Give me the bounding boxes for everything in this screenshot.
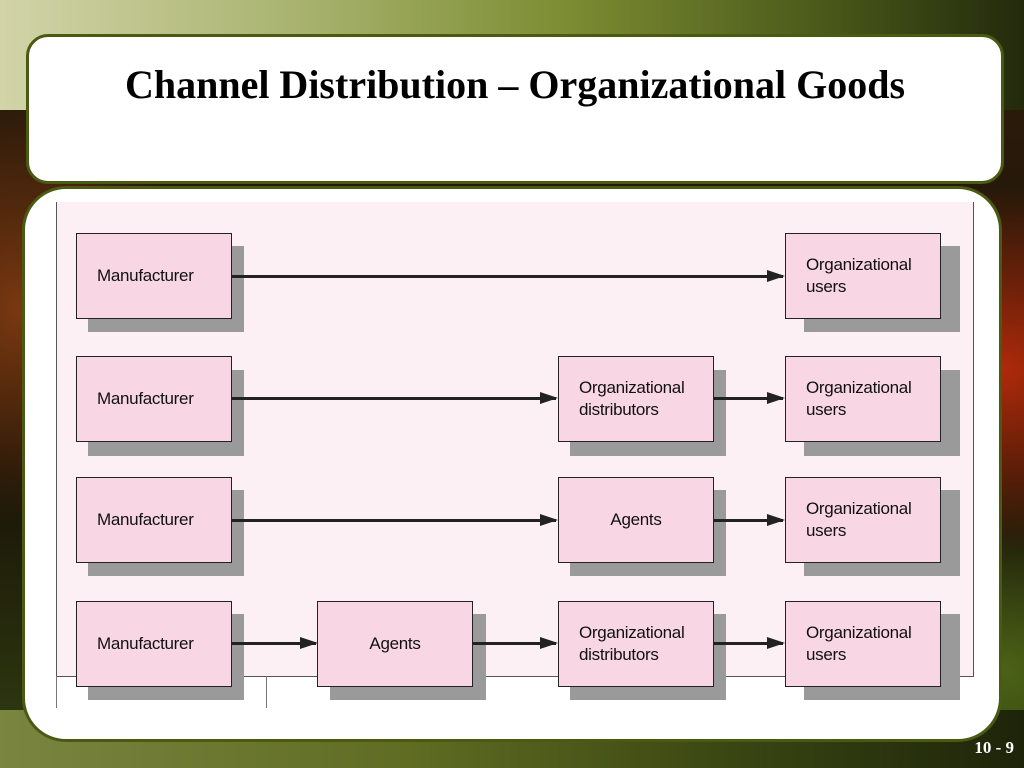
flow-arrow bbox=[714, 637, 785, 649]
diagram-divider-line bbox=[56, 676, 57, 708]
node-manufacturer: Manufacturer bbox=[76, 233, 232, 319]
node-manufacturer: Manufacturer bbox=[76, 356, 232, 442]
node-organizational-users: Organizational users bbox=[785, 601, 941, 687]
node-organizational-distributors: Organizational distributors bbox=[558, 601, 714, 687]
node-organizational-users: Organizational users bbox=[785, 233, 941, 319]
slide-title: Channel Distribution – Organizational Go… bbox=[124, 62, 906, 107]
flow-arrow bbox=[714, 514, 785, 526]
node-organizational-users: Organizational users bbox=[785, 356, 941, 442]
node-agents: Agents bbox=[317, 601, 473, 687]
flow-arrow bbox=[232, 637, 318, 649]
diagram-divider-line bbox=[266, 676, 267, 708]
node-agents: Agents bbox=[558, 477, 714, 563]
flow-arrow bbox=[232, 514, 558, 526]
page-number: 10 - 9 bbox=[974, 738, 1014, 757]
title-panel: Channel Distribution – Organizational Go… bbox=[26, 34, 1004, 184]
flow-arrow bbox=[232, 270, 785, 282]
flow-arrow bbox=[714, 392, 785, 404]
flow-arrow bbox=[473, 637, 558, 649]
node-organizational-users: Organizational users bbox=[785, 477, 941, 563]
flow-arrow bbox=[232, 392, 558, 404]
node-organizational-distributors: Organizational distributors bbox=[558, 356, 714, 442]
node-manufacturer: Manufacturer bbox=[76, 477, 232, 563]
node-manufacturer: Manufacturer bbox=[76, 601, 232, 687]
